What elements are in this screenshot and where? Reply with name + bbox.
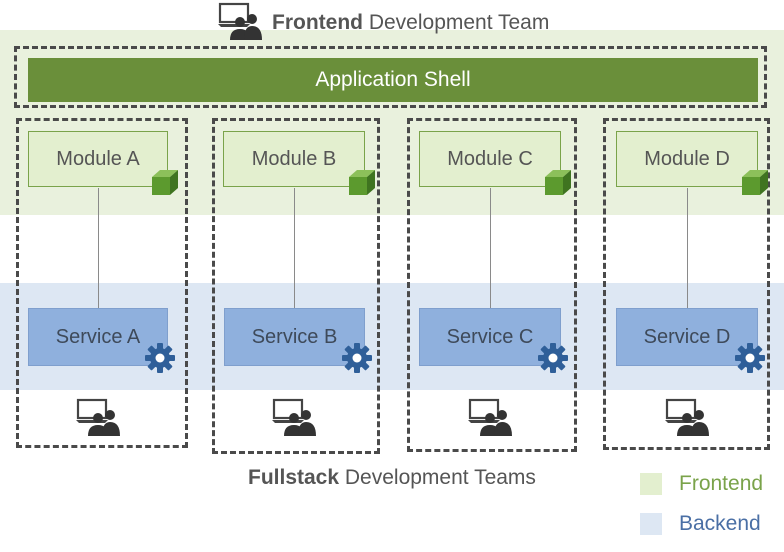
team-frame-b [212, 118, 380, 454]
cube-icon [543, 168, 573, 201]
module-a: Module A [28, 131, 168, 187]
service-c: Service C [419, 308, 561, 366]
gear-icon [144, 342, 176, 379]
fullstack-teams-title: Fullstack Development Teams [248, 466, 536, 490]
module-service-connector [687, 188, 688, 308]
team-icon [272, 398, 318, 441]
cube-icon [740, 168, 770, 201]
team-frame-c [407, 118, 577, 452]
cube-icon [347, 168, 377, 201]
gear-icon [734, 342, 766, 379]
module-c: Module C [419, 131, 561, 187]
team-icon [218, 2, 264, 45]
service-a: Service A [28, 308, 168, 366]
frontend-title-bold: Frontend [272, 11, 363, 34]
legend-frontend-label: Frontend [679, 472, 764, 495]
service-b: Service B [224, 308, 365, 366]
legend-backend-label: Backend [679, 512, 761, 535]
module-b: Module B [223, 131, 365, 187]
team-frame-a [16, 118, 188, 448]
gear-icon [341, 342, 373, 379]
fullstack-title-rest: Development Teams [339, 466, 536, 489]
application-shell: Application Shell [28, 58, 758, 102]
team-frame-d [603, 118, 770, 450]
module-d: Module D [616, 131, 758, 187]
module-service-connector [294, 188, 295, 308]
legend-frontend-swatch [640, 473, 662, 495]
gear-icon [537, 342, 569, 379]
module-service-connector [98, 188, 99, 308]
cube-icon [150, 168, 180, 201]
module-service-connector [490, 188, 491, 308]
application-shell-frame [14, 46, 767, 108]
team-icon [468, 398, 514, 441]
team-icon [665, 398, 711, 441]
frontend-title-rest: Development Team [362, 11, 550, 34]
frontend-team-title: Frontend Development Team [218, 2, 550, 45]
fullstack-title-bold: Fullstack [248, 466, 340, 489]
service-d: Service D [616, 308, 758, 366]
team-icon [76, 398, 122, 441]
legend-backend-swatch [640, 513, 662, 535]
